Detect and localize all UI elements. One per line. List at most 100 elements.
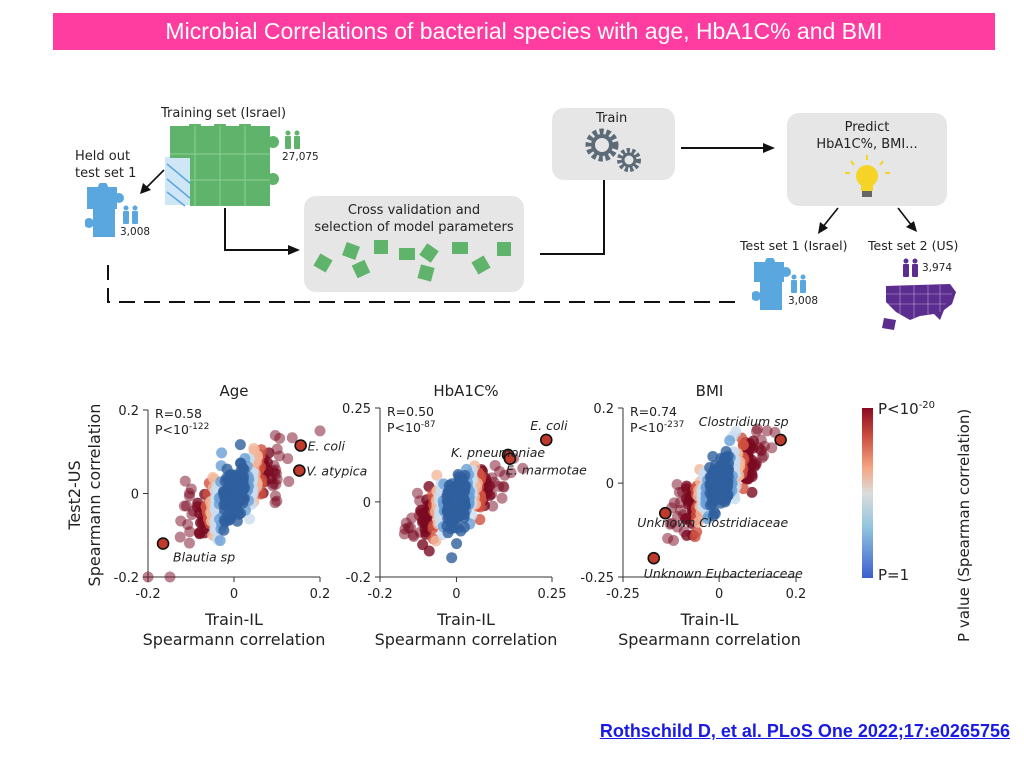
colorbar-top-text: P<10 [878,400,919,418]
diagram-arrows [107,143,917,303]
scatter-point [487,500,499,512]
colorbar-bottom-label: P=1 [878,566,910,584]
scatter-point [228,483,240,495]
y-tick-label: 0 [363,496,371,511]
scatter-point [283,475,295,487]
people-icon-blue [123,205,138,224]
highlighted-species-point [293,464,306,477]
scatter-point [234,439,246,451]
scatter-point [286,432,298,444]
scatter-point [314,425,326,437]
y-tick-label: -0.2 [114,571,139,586]
test2-label: Test set 2 (US) [868,238,959,253]
scatter-point [517,462,529,474]
scatter-point [668,535,680,547]
scatter-point [707,450,719,462]
scatter-point [446,552,458,564]
scatter-point [713,472,725,484]
x-axis-label-line2: Spearmann correlation [375,630,558,649]
p-exponent: -122 [189,422,209,432]
y-tick-label: 0.2 [593,402,614,417]
scatter-point [142,571,154,583]
scatter-point [184,526,196,538]
x-tick-label: 0 [230,587,238,602]
x-tick-label: -0.2 [367,587,392,602]
x-axis-label-line1: Train-IL [436,610,495,629]
gears-icon [585,128,641,172]
species-label: K. pneumoniae [451,445,545,460]
scatter-point [450,494,462,506]
held-out-line2: test set 1 [75,166,137,181]
train-box: Train [552,108,675,180]
species-label: Blautia sp [173,550,235,565]
held-out-label: Held out test set 1 [75,148,136,182]
x-axis-label-line1: Train-IL [680,610,739,629]
highlighted-species-point [294,439,307,452]
chart-title: Age [219,382,248,400]
scatter-point [750,425,762,437]
scatter-point [216,447,228,459]
x-tick-label: 0 [452,587,460,602]
scatter-point [269,497,281,509]
arrow-to-held-out [140,169,165,194]
x-tick-label: 0.2 [310,587,331,602]
x-tick-label: -0.25 [606,587,640,602]
training-count: 27,075 [282,151,319,163]
colorbar-top-label: P<10-20 [878,400,935,418]
scatter-point [709,508,721,520]
scatter-point [179,475,191,487]
highlighted-species-point [539,433,553,447]
scatter-point [269,430,281,442]
chart-title: HbA1C% [433,382,498,400]
highlighted-species-point [658,506,672,520]
citation-link[interactable]: Rothschild D, et al. PLoS One 2022;17:e0… [599,721,1010,741]
y-tick-label: -0.2 [346,571,371,586]
highlighted-species-point [503,452,517,465]
scatter-point [423,545,435,557]
scatter-point [489,459,501,471]
p-value: P<10-87 [387,420,436,435]
scatter-point [761,425,773,437]
x-tick-label: 0.2 [786,587,807,602]
y-tick-label: -0.25 [580,571,614,586]
scatter-point [185,483,197,495]
scatter-point [451,538,463,550]
colorbar-top-exp: -20 [918,400,936,411]
colorbar-gradient [862,408,873,578]
people-icon-blue-test1 [791,274,806,293]
chart-title: BMI [696,382,724,400]
r-value: R=0.50 [387,404,434,419]
species-label: Unknown Clostridiaceae [637,515,788,530]
scatter-point [431,469,443,481]
scatter-point [746,486,758,498]
scatter-point [227,500,239,512]
test2-count: 3,974 [922,262,953,274]
held-out-count: 3,008 [120,226,151,238]
slide-title: Microbial Correlations of bacterial spec… [53,13,995,50]
people-icon-purple [903,258,918,277]
predict-box: Predict HbA1C%, BMI... [787,113,947,206]
x-axis-label-line2: Spearmann correlation [618,630,801,649]
scatter-point [174,531,186,543]
held-out-line1: Held out [75,149,131,164]
scatter-point [692,516,704,528]
scatter-point [218,524,230,536]
us-map-icon [882,284,956,330]
lightbulb-icon [845,155,890,197]
puzzle-pieces-icon [313,240,511,282]
scatter-point [691,526,703,538]
y-tick-label: 0.25 [342,402,371,417]
highlighted-species-point [156,537,170,550]
test1-label: Test set 1 (Israel) [740,238,848,253]
predict-line1: Predict [844,120,890,135]
scatter-point [496,492,508,504]
highlighted-species-point [774,433,787,447]
y-tick-label: 0.2 [118,404,139,419]
species-label: E. marmotae [506,463,587,478]
scatter-point [214,535,226,547]
predict-line2: HbA1C%, BMI... [816,137,918,152]
species-label: Unknown Eubacteriaceae [644,566,803,581]
y-tick-label: 0 [131,488,139,503]
scatter-point [244,513,256,525]
